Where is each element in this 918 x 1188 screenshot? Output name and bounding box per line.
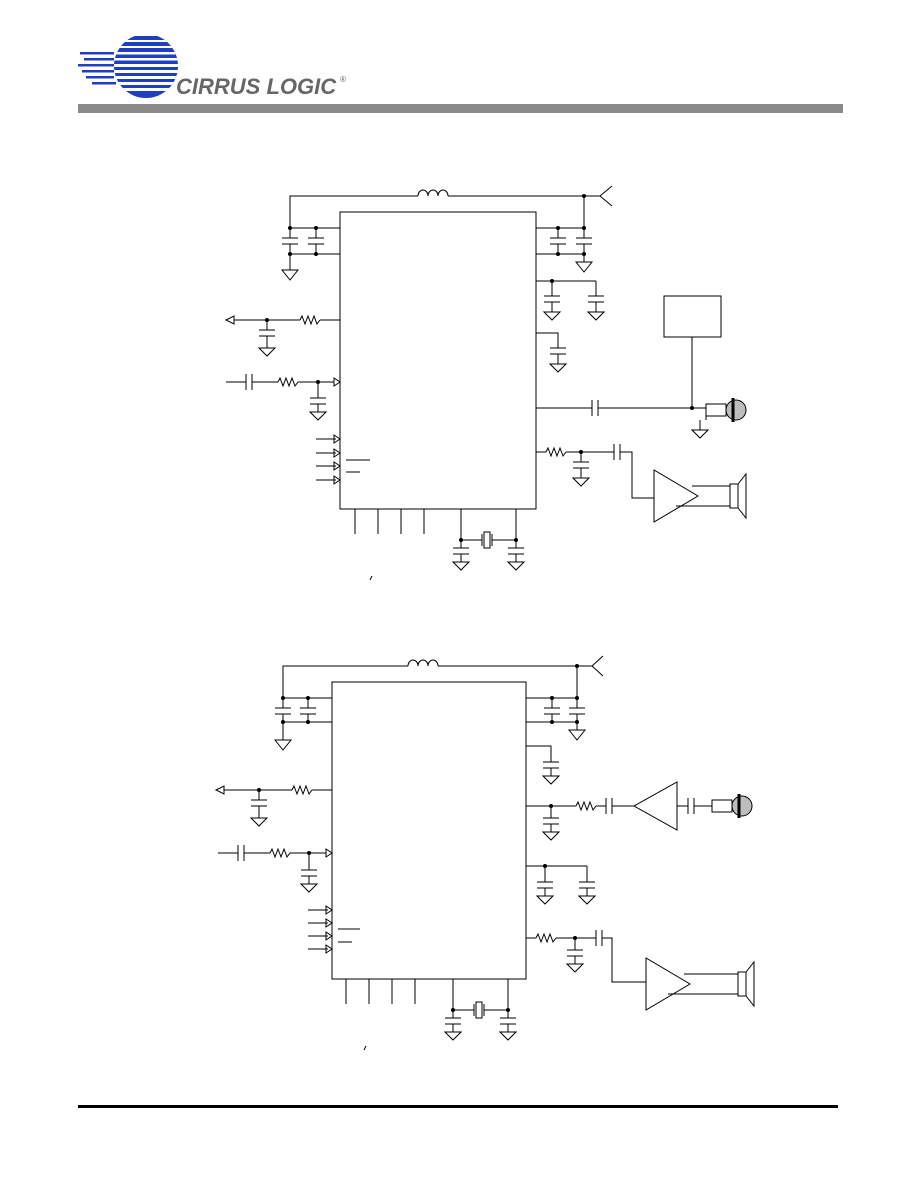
ground-icon: [548, 363, 568, 373]
ground-icon: [451, 561, 526, 571]
ground-icon: [280, 269, 300, 281]
crystal-icon: [473, 1001, 485, 1019]
ground-icon: [299, 883, 319, 893]
ground-icon: [257, 347, 277, 357]
capacitor-icon: [453, 547, 524, 555]
antenna-icon: [584, 185, 613, 207]
resistor-icon: [269, 847, 291, 859]
arrow-icon: [325, 905, 333, 954]
cirrus-logic-logo: CIRRUS LOGIC ®: [78, 36, 346, 99]
capacitor-icon: [543, 798, 695, 825]
arrow-icon: [224, 315, 235, 325]
schematic-preamp-mic: [214, 655, 755, 1051]
capacitor-icon: [251, 799, 267, 807]
capacitor-icon: [591, 400, 599, 416]
capacitor-icon: [282, 237, 324, 245]
ground-icon: [574, 261, 594, 273]
capacitor-icon: [237, 845, 317, 877]
resistor-icon: [277, 376, 299, 388]
resistor-icon: [535, 932, 557, 944]
ground-icon: [565, 963, 585, 973]
capacitor-icon: [310, 397, 326, 405]
bias-block: [663, 295, 722, 338]
ground-icon: [308, 411, 328, 421]
ic-block: [339, 211, 537, 510]
antenna-icon: [577, 655, 604, 677]
capacitor-icon: [537, 881, 595, 889]
capacitor-icon: [259, 329, 275, 337]
capacitor-icon: [550, 347, 566, 355]
arrow-icon: [333, 377, 341, 387]
capacitor-icon: [567, 930, 603, 957]
ic-block: [331, 681, 527, 980]
schematic-direct-mic: [224, 185, 747, 581]
ground-icon: [690, 429, 710, 439]
crystal-icon: [481, 531, 493, 549]
speaker-icon: [729, 472, 747, 520]
arrow-icon: [333, 434, 341, 485]
amplifier-icon: [632, 781, 678, 831]
ground-icon: [535, 895, 597, 905]
capacitor-icon: [544, 707, 585, 715]
capacitor-icon: [550, 237, 592, 245]
amplifier-icon: [645, 957, 691, 1011]
inductor-icon: [407, 659, 439, 667]
footer-rule: [78, 1105, 838, 1108]
ground-icon: [567, 729, 587, 741]
ground-icon: [249, 817, 269, 827]
header-rule: [78, 104, 843, 113]
ground-icon: [273, 739, 293, 751]
ground-icon: [571, 477, 591, 487]
ground-icon: [541, 775, 561, 785]
capacitor-icon: [245, 374, 253, 390]
resistor-icon: [545, 446, 567, 458]
resistor-icon: [575, 800, 597, 812]
resistor-icon: [291, 784, 313, 796]
arrow-icon: [214, 785, 225, 795]
logo-registered-mark: ®: [340, 75, 346, 84]
capacitor-icon: [543, 761, 559, 769]
inductor-icon: [417, 189, 449, 197]
capacitor-icon: [544, 295, 604, 303]
amplifier-icon: [653, 469, 699, 523]
microphone-icon: [711, 794, 753, 818]
capacitor-icon: [275, 707, 316, 715]
microphone-icon: [705, 398, 747, 422]
ground-icon: [541, 831, 561, 841]
resistor-icon: [299, 314, 321, 326]
globe-icon: [114, 36, 178, 98]
ground-icon: [542, 311, 606, 321]
ground-icon: [443, 1031, 518, 1041]
arrow-icon: [325, 848, 333, 858]
capacitor-icon: [573, 444, 621, 469]
capacitor-icon: [445, 1017, 516, 1025]
logo-text: CIRRUS LOGIC: [176, 74, 337, 99]
speaker-icon: [737, 960, 755, 1008]
